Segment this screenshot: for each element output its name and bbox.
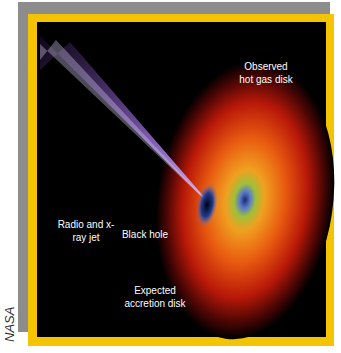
jet <box>40 36 212 206</box>
callout-label: Black hole <box>120 228 170 241</box>
jet-core <box>40 40 205 200</box>
credit-label: NASA <box>2 307 17 342</box>
callout-label: Observed hot gas disk <box>236 60 296 86</box>
black-hole <box>193 182 220 229</box>
callout-label: Radio and x-ray jet <box>56 218 116 244</box>
callout-label: Expected accretion disk <box>124 284 186 310</box>
